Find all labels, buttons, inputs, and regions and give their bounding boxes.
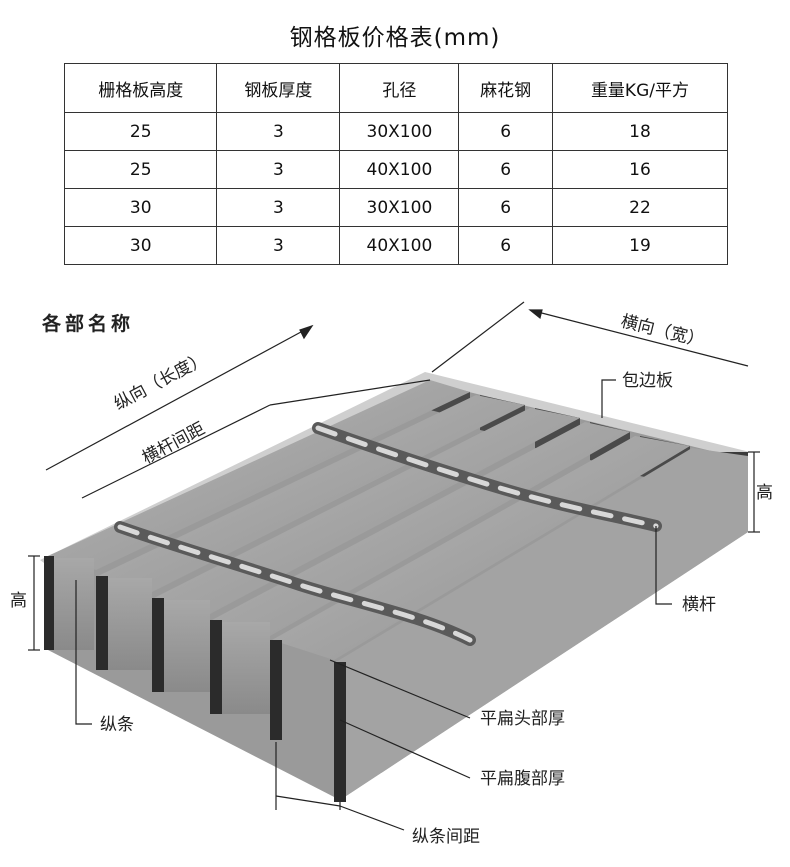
- length-dimension: [45, 325, 313, 471]
- label-longitudinal: 纵向（长度）: [111, 349, 210, 415]
- label-cross-bar: 横杆: [682, 595, 716, 615]
- bearing-bar-ends: [44, 556, 346, 802]
- diagram-heading: 各部名称: [41, 312, 134, 335]
- label-flat-belly-thickness: 平扁腹部厚: [480, 769, 565, 789]
- table-cell: 30: [63, 188, 218, 227]
- label-height-right: 高: [756, 483, 773, 503]
- bar-end: [44, 556, 54, 650]
- label-bearing-bar: 纵条: [100, 715, 134, 735]
- cross-bars: [114, 422, 662, 646]
- table-cell: 6: [458, 226, 553, 265]
- table-row: 25 3 30X100 6 18: [63, 112, 729, 151]
- table-cell: 40X100: [339, 226, 460, 265]
- price-table: 栅格板高度 钢板厚度 孔径 麻花钢 重量KG/平方 25 3 30X100 6 …: [63, 63, 729, 265]
- table-row: 25 3 40X100 6 16: [63, 150, 729, 189]
- table-row: 30 3 30X100 6 22: [63, 188, 729, 227]
- table-cell: 6: [458, 112, 553, 151]
- column-header: 重量KG/平方: [551, 63, 729, 113]
- table-header-row: 栅格板高度 钢板厚度 孔径 麻花钢 重量KG/平方: [63, 63, 729, 113]
- label-cross-bar-pitch: 横杆间距: [139, 419, 208, 469]
- column-header: 栅格板高度: [63, 63, 218, 113]
- table-cell: 30X100: [339, 188, 460, 227]
- column-header: 麻花钢: [458, 63, 553, 113]
- table-cell: 25: [63, 150, 218, 189]
- table-cell: 19: [551, 226, 729, 265]
- table-cell: 3: [216, 112, 341, 151]
- table-cell: 16: [551, 150, 729, 189]
- label-bearing-bar-pitch: 纵条间距: [412, 827, 480, 847]
- table-cell: 3: [216, 226, 341, 265]
- table-row: 30 3 40X100 6 19: [63, 226, 729, 265]
- table-cell: 3: [216, 150, 341, 189]
- label-height-left: 高: [10, 591, 27, 611]
- table-cell: 30X100: [339, 112, 460, 151]
- table-cell: 6: [458, 188, 553, 227]
- table-cell: 3: [216, 188, 341, 227]
- bearing-bar: [48, 380, 470, 570]
- label-flat-head-thickness: 平扁头部厚: [480, 709, 565, 729]
- column-header: 钢板厚度: [216, 63, 341, 113]
- bearing-bar: [98, 395, 525, 592]
- bearing-bar: [212, 422, 630, 636]
- label-transverse: 横向（宽）: [619, 311, 706, 351]
- page-title: 钢格板价格表(mm): [289, 25, 501, 51]
- table-cell: 18: [551, 112, 729, 151]
- table-cell: 25: [63, 112, 218, 151]
- table-cell: 22: [551, 188, 729, 227]
- bearing-bar: [336, 448, 748, 800]
- table-cell: 40X100: [339, 150, 460, 189]
- table-cell: 30: [63, 226, 218, 265]
- dimension-lines: [28, 301, 760, 831]
- bearing-bar: [154, 408, 580, 614]
- table-cell: 6: [458, 150, 553, 189]
- grating-diagram: 各部名称 纵向（长度） 横杆间距 横向（宽） 包边板 高 高 横杆 纵条 平扁头…: [10, 301, 773, 847]
- label-edge-plate: 包边板: [622, 371, 673, 391]
- column-header: 孔径: [339, 63, 460, 113]
